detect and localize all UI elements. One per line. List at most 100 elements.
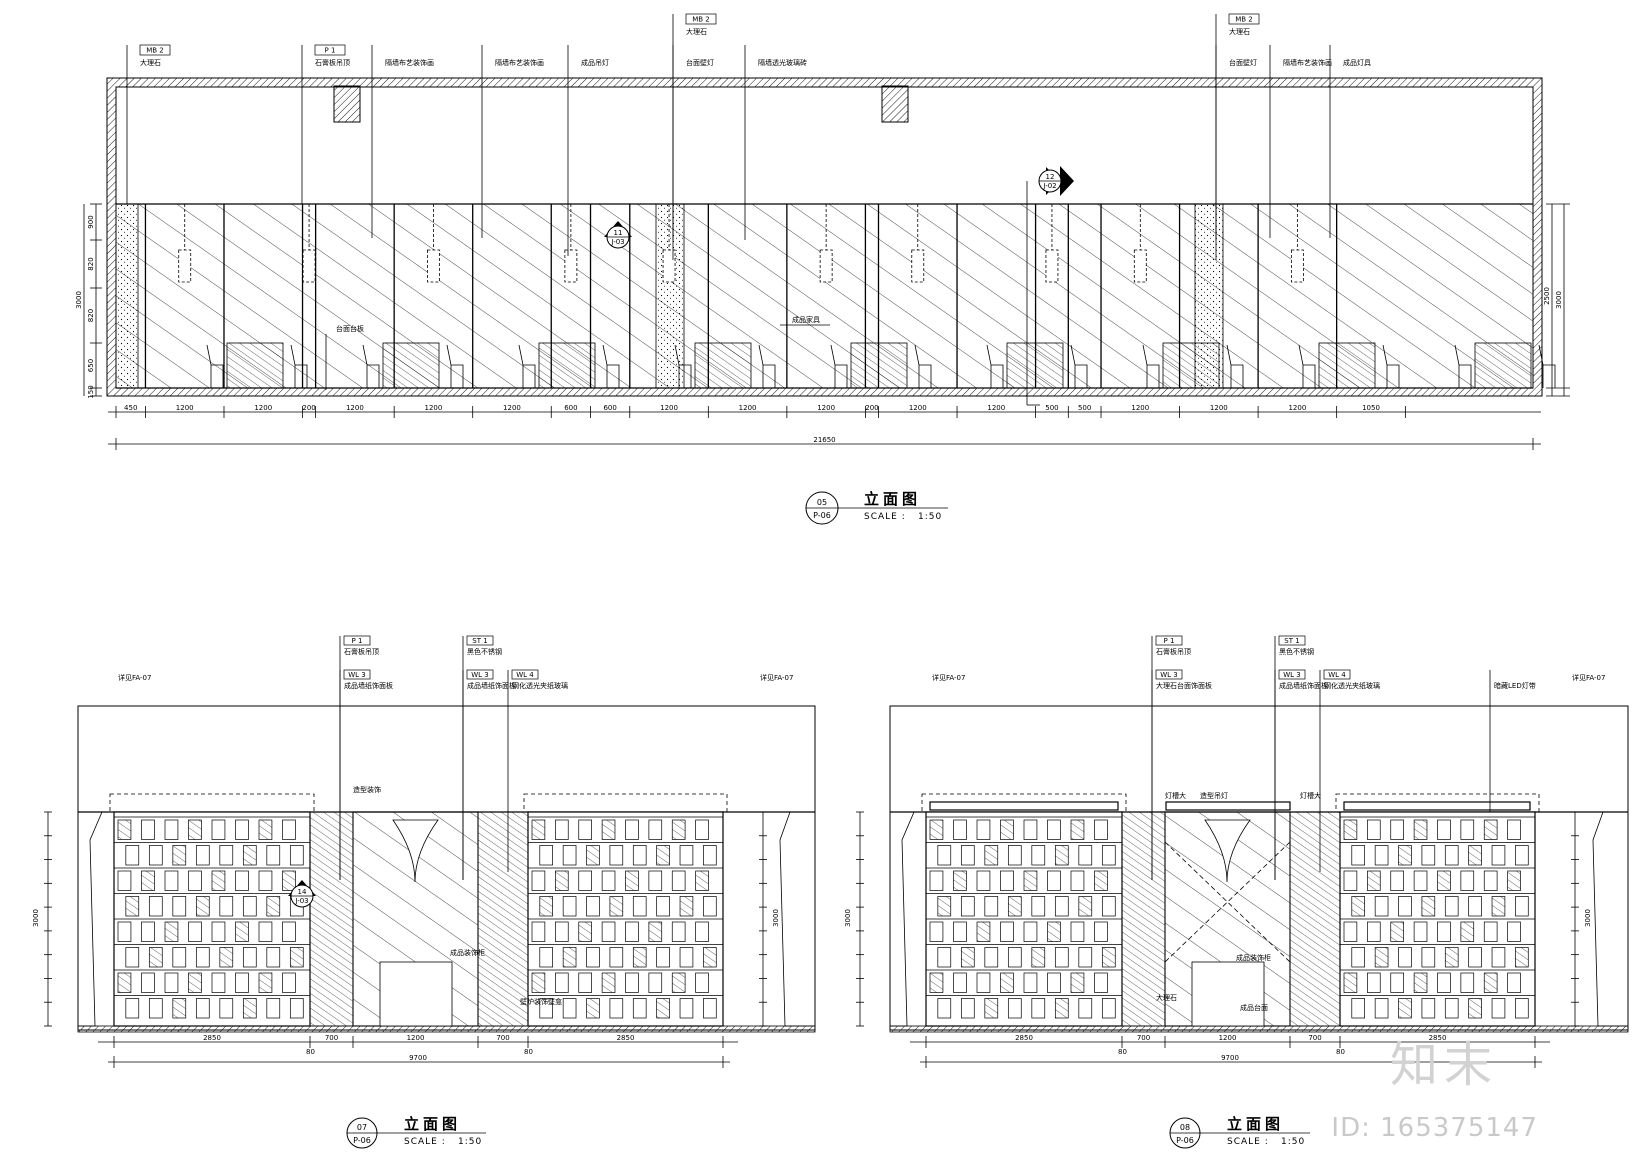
- shelf-box: [235, 819, 249, 840]
- dimension-value: 1200: [176, 404, 194, 412]
- shelf-box: [1351, 998, 1365, 1019]
- callout-tag: WL 3: [1160, 671, 1178, 679]
- shelf-box: [1000, 819, 1014, 840]
- shelf-box: [648, 819, 663, 840]
- shelf-box: [289, 845, 304, 866]
- dining-table: [850, 342, 908, 389]
- pendant-lamp: [302, 249, 316, 283]
- overall-height: 3000: [844, 909, 852, 927]
- shelf-box: [1468, 845, 1482, 866]
- chair: [290, 344, 308, 388]
- shelf-box: [1460, 972, 1475, 993]
- shelf-box: [1054, 845, 1069, 866]
- shelf-box: [1374, 845, 1389, 866]
- dimension-value: 1200: [660, 404, 678, 412]
- shelf-box: [1515, 845, 1529, 866]
- shelf-box: [1398, 998, 1412, 1019]
- shelf-box: [625, 972, 639, 993]
- material-callout[interactable]: 暗藏LED灯带: [1489, 670, 1536, 812]
- shelf-box: [1507, 819, 1521, 840]
- shelf-box: [562, 947, 577, 968]
- shelf-box: [555, 921, 569, 942]
- stone-column: [655, 203, 685, 389]
- callout-text: 钢化透光夹纸玻璃: [512, 681, 568, 690]
- shelf-box: [984, 845, 999, 866]
- side-offset: 80: [1336, 1048, 1345, 1056]
- shelf-box: [929, 972, 944, 993]
- dimension-value: 1200: [425, 404, 443, 412]
- section-mark-sheet: J-02: [1042, 182, 1056, 190]
- shelf-box: [195, 896, 210, 917]
- material-callout[interactable]: 台面壁灯: [1215, 45, 1257, 260]
- dimension-value: 1200: [909, 404, 927, 412]
- pendant-lamp: [819, 249, 833, 283]
- shelf-box: [562, 998, 577, 1019]
- shelf-box: [937, 947, 952, 968]
- section-mark-number: 12: [1046, 173, 1055, 181]
- material-callout[interactable]: 成品吊灯: [567, 45, 609, 256]
- shelf-box: [1398, 896, 1412, 917]
- callout-text: 黑色不锈钢: [1279, 647, 1314, 656]
- shelf-box: [671, 972, 686, 993]
- light-cove: [929, 801, 1119, 811]
- callout-text: 石膏板吊顶: [344, 647, 379, 656]
- section-mark-14[interactable]: 14 J-03: [288, 880, 316, 908]
- shelf-box: [1390, 819, 1404, 840]
- material-callout[interactable]: 隔墙透光玻璃砖: [744, 45, 807, 240]
- shelf-box: [1070, 870, 1085, 891]
- section-mark-12[interactable]: 12 J-02: [1026, 166, 1074, 406]
- shelf-box: [1070, 921, 1085, 942]
- shelf-box: [1437, 819, 1451, 840]
- shelf-box: [578, 819, 592, 840]
- callout-tag: WL 4: [516, 671, 534, 679]
- shelf-box: [531, 819, 546, 840]
- material-callout[interactable]: 台面壁灯: [672, 45, 714, 260]
- shelf-box: [601, 870, 616, 891]
- material-callout[interactable]: 隔墙布艺装饰画: [481, 45, 544, 238]
- shelf-box: [976, 921, 991, 942]
- shelf-box: [1094, 921, 1108, 942]
- shelf-box: [235, 921, 249, 942]
- shelf-box: [625, 819, 639, 840]
- left-reference: 详见FA-07: [932, 673, 965, 682]
- section-mark-11[interactable]: 11 J-03: [604, 221, 632, 249]
- shelf-box: [1054, 896, 1069, 917]
- shelf-box: [1444, 896, 1459, 917]
- shelf-box: [953, 870, 967, 891]
- dimension-value: 450: [124, 404, 137, 412]
- dimension-value: 500: [1078, 404, 1091, 412]
- shelf-box: [188, 819, 202, 840]
- shelf-box: [1421, 947, 1436, 968]
- shelf-box: [172, 896, 187, 917]
- shelf-box: [1078, 947, 1093, 968]
- shelf-box: [1421, 998, 1436, 1019]
- shelf-box: [1031, 998, 1046, 1019]
- material-callout[interactable]: WL 4 钢化透光夹纸玻璃: [507, 669, 568, 872]
- elevation-08-title: 08 P-06 立面图 SCALE : 1:50: [1169, 1115, 1310, 1149]
- wall-panel-strip: [1121, 811, 1166, 1027]
- shelf-box: [648, 972, 663, 993]
- shelf-box: [1078, 896, 1093, 917]
- pendant-lamp: [1290, 249, 1304, 283]
- shelf-box: [1047, 819, 1061, 840]
- title-text: 立面图: [404, 1115, 461, 1133]
- material-callout[interactable]: 隔墙布艺装饰画: [1269, 45, 1332, 238]
- material-callout[interactable]: 成品灯具: [1329, 45, 1371, 238]
- shelf-box: [1078, 845, 1093, 866]
- material-callout[interactable]: 隔墙布艺装饰画: [371, 45, 434, 238]
- side-offset: 80: [1118, 1048, 1127, 1056]
- shelf-box: [258, 870, 273, 891]
- shelf-box: [632, 845, 647, 866]
- shelf-box: [164, 870, 179, 891]
- shelf-box: [1101, 947, 1116, 968]
- shelf-box: [235, 972, 249, 993]
- shelf-box: [1094, 972, 1108, 993]
